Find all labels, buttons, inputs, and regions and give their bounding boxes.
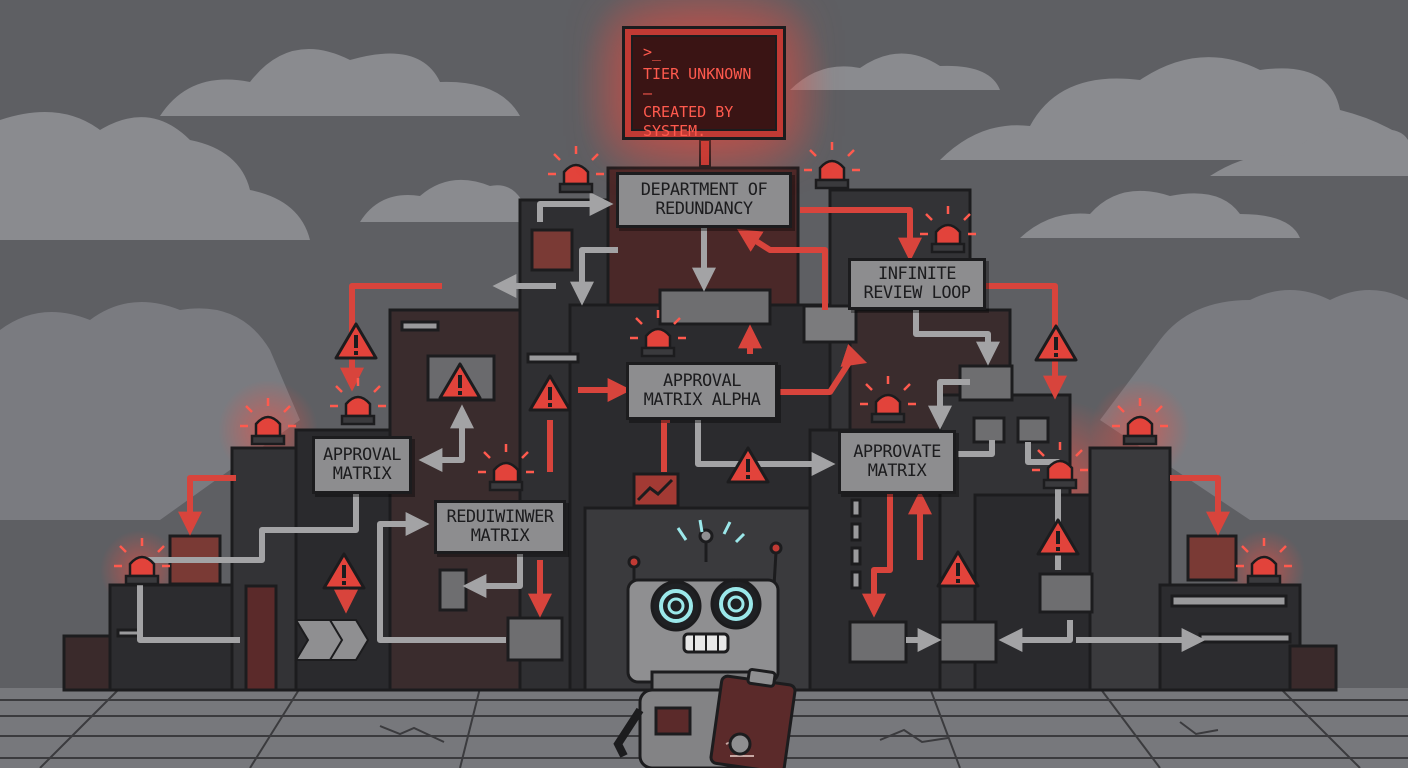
warning-icon: [1034, 324, 1078, 362]
box-infinite-review-loop: INFINITE REVIEW LOOP: [848, 258, 986, 310]
robot: [613, 519, 797, 768]
siren-icon: [330, 378, 386, 426]
clouds: [0, 49, 1408, 520]
monitor-message: TIER UNKNOWN – CREATED BY SYSTEM.: [643, 65, 752, 140]
siren-icon: [240, 398, 296, 446]
siren-icon: [114, 538, 170, 586]
warning-icon: [438, 362, 482, 400]
siren-icon: [860, 376, 916, 424]
monitor: >_ TIER UNKNOWN – CREATED BY SYSTEM.: [622, 26, 786, 140]
siren-icon: [920, 206, 976, 254]
box-approvate-matrix: APPROVATE MATRIX: [838, 430, 956, 494]
warning-icon: [334, 322, 378, 360]
warning-icon: [726, 446, 770, 484]
warning-icons: [322, 322, 1080, 590]
siren-icon: [478, 444, 534, 492]
box-approval-matrix: APPROVAL MATRIX: [312, 436, 412, 494]
warning-icon: [528, 374, 572, 412]
siren-icon: [630, 310, 686, 358]
gray-arrows: [137, 192, 1206, 652]
siren-icon: [1032, 442, 1088, 490]
siren-icon: [1112, 398, 1168, 446]
warning-icon: [322, 552, 366, 590]
terminal-prompt: >_: [643, 43, 662, 61]
clipboard-icon: [709, 668, 797, 768]
box-department-of-redundancy: DEPARTMENT OF REDUNDANCY: [616, 172, 792, 228]
warning-icon: [936, 550, 980, 588]
warning-icon: [1036, 518, 1080, 556]
siren-icon: [1236, 538, 1292, 586]
siren-icon: [804, 142, 860, 190]
box-approval-matrix-alpha: APPROVAL MATRIX ALPHA: [626, 362, 778, 420]
monitor-screen: >_ TIER UNKNOWN – CREATED BY SYSTEM.: [631, 35, 777, 140]
box-reduiwinwer-matrix: REDUIWINWER MATRIX: [434, 500, 566, 554]
siren-icons: [114, 142, 1292, 586]
shock-lines: [676, 519, 746, 544]
siren-icon: [548, 146, 604, 194]
